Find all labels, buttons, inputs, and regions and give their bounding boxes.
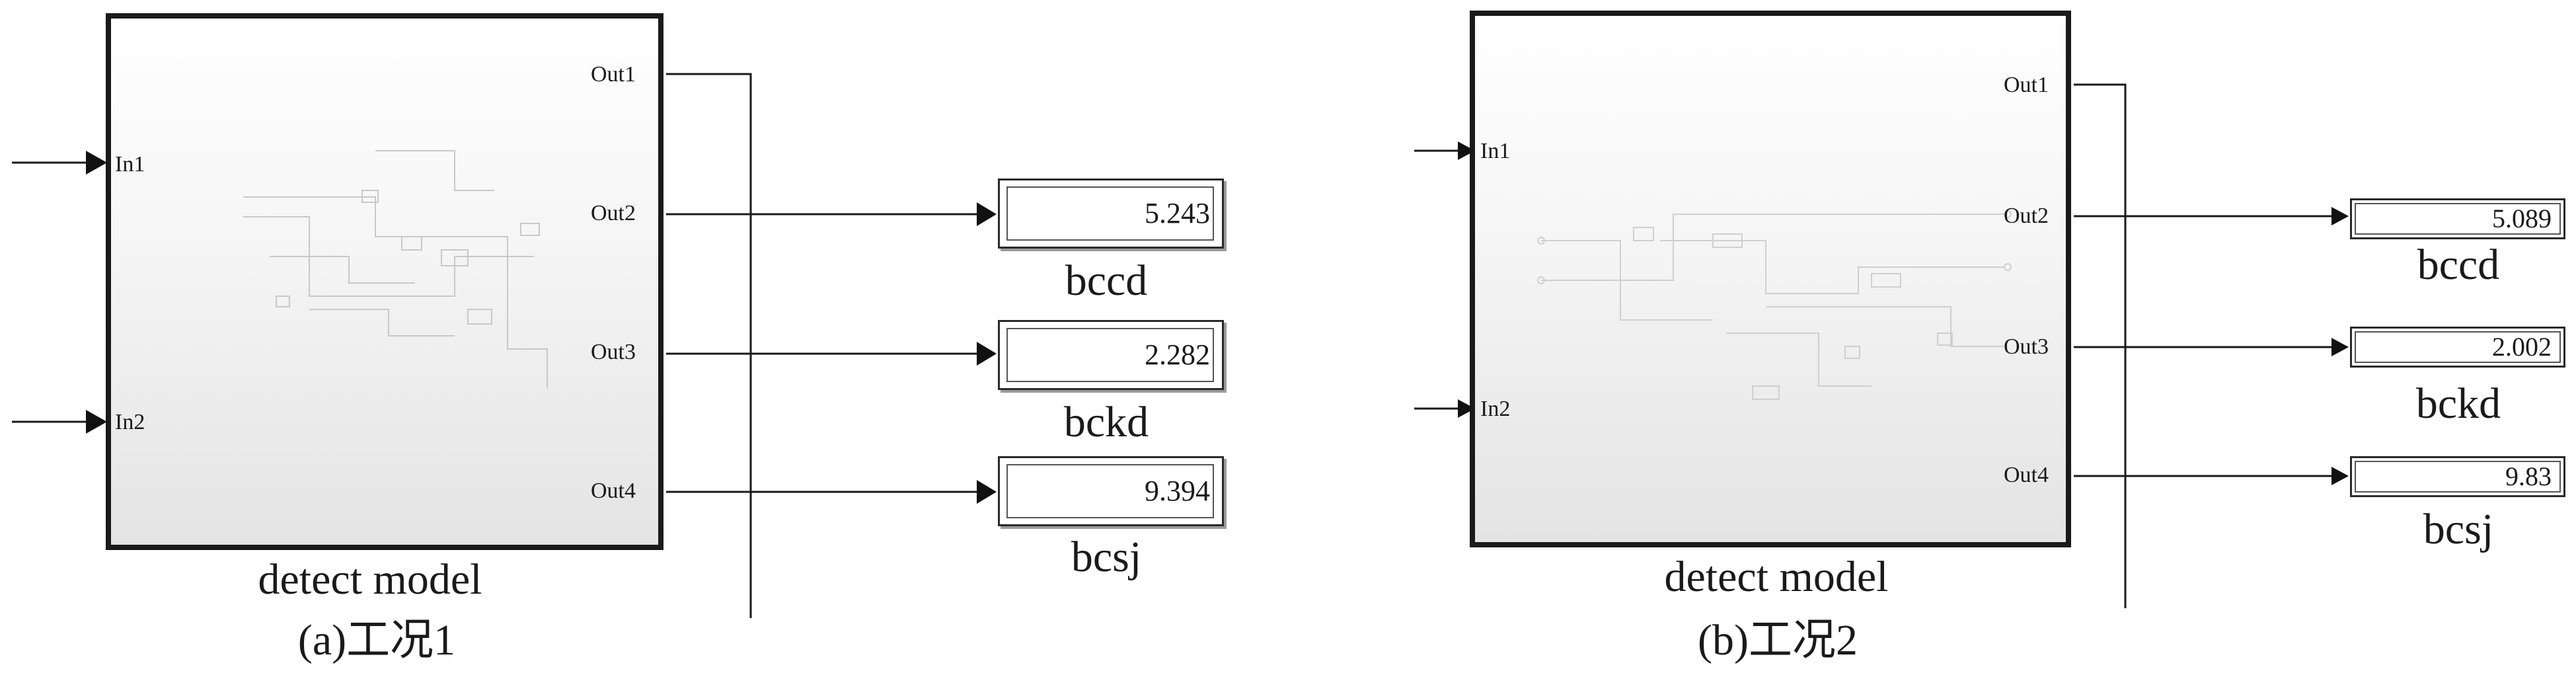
display-value: 2.002 <box>2492 332 2552 362</box>
block-name-a: detect model <box>258 555 482 604</box>
display-bckd-b[interactable]: 2.002 <box>2350 327 2565 368</box>
caption-a: (a)工况1 <box>297 616 456 664</box>
port-out1-a: Out1 <box>591 62 636 87</box>
port-out2-a: Out2 <box>591 201 636 225</box>
display-value: 9.394 <box>1145 475 1210 507</box>
port-in2-b: In2 <box>1480 397 1511 421</box>
display-label-bcsj-a: bcsj <box>1071 533 1142 581</box>
port-in2-a: In2 <box>115 410 145 434</box>
out2-arrow-b <box>2331 207 2349 225</box>
display-label-bcsj-b: bcsj <box>2423 505 2494 553</box>
in1-arrow-a <box>86 151 107 175</box>
block-name-b: detect model <box>1664 553 1889 601</box>
in2-arrow-a <box>86 410 107 434</box>
out3-arrow-a <box>977 342 997 366</box>
display-label-bckd-a: bckd <box>1063 398 1149 446</box>
display-bcsj-a[interactable]: 9.394 <box>998 456 1224 526</box>
in2-arrow-b <box>1458 399 1475 418</box>
display-label-bckd-b: bckd <box>2415 379 2501 428</box>
port-out4-b: Out4 <box>2004 463 2049 487</box>
caption-b: (b)工况2 <box>1698 616 1858 664</box>
display-bcsj-b[interactable]: 9.83 <box>2350 456 2565 497</box>
display-value: 2.282 <box>1145 338 1210 371</box>
subsystem-preview-b <box>1537 210 2012 400</box>
port-out1-b: Out1 <box>2004 73 2049 97</box>
in1-arrow-b <box>1458 141 1475 160</box>
out1-wire-b <box>2074 83 2127 608</box>
subsystem-preview-a <box>243 150 548 389</box>
port-out2-b: Out2 <box>2004 204 2049 228</box>
display-value: 5.089 <box>2492 204 2552 233</box>
out3-arrow-b <box>2331 338 2349 356</box>
detect-model-block-a[interactable] <box>106 13 663 550</box>
port-out3-a: Out3 <box>591 340 636 364</box>
out4-arrow-a <box>977 480 997 504</box>
display-bccd-b[interactable]: 5.089 <box>2350 198 2565 239</box>
port-in1-b: In1 <box>1480 139 1511 163</box>
port-out4-a: Out4 <box>591 479 636 503</box>
display-value: 5.243 <box>1145 197 1210 229</box>
out2-arrow-a <box>977 202 997 226</box>
display-label-bccd-a: bccd <box>1065 257 1148 305</box>
display-bccd-a[interactable]: 5.243 <box>998 178 1224 249</box>
port-in1-a: In1 <box>115 152 145 177</box>
display-label-bccd-b: bccd <box>2417 241 2500 289</box>
display-bckd-a[interactable]: 2.282 <box>998 320 1224 390</box>
out4-arrow-b <box>2331 467 2349 485</box>
detect-model-block-b[interactable] <box>1470 11 2071 547</box>
display-value: 9.83 <box>2505 461 2552 491</box>
out1-wire-a <box>666 73 752 618</box>
port-out3-b: Out3 <box>2004 335 2049 359</box>
